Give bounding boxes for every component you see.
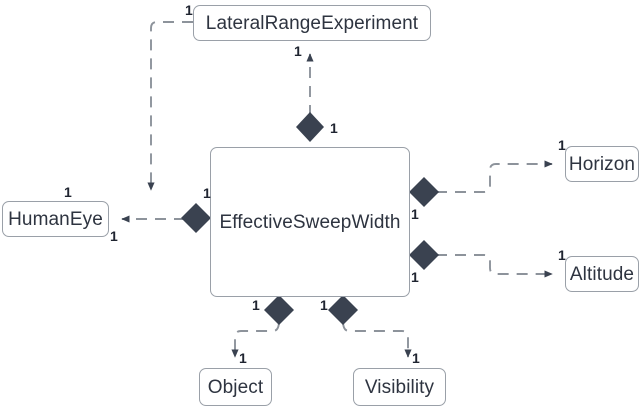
- diamond-esw-right-bottom: [409, 240, 439, 270]
- class-node-label: Horizon: [568, 153, 636, 175]
- multiplicity-label-esw-right-bottom: 1: [411, 269, 419, 285]
- multiplicity-label-humaneye-top: 1: [64, 184, 72, 200]
- class-node-humaneye[interactable]: HumanEye: [2, 201, 109, 237]
- multiplicity-label-visibility: 1: [412, 350, 420, 366]
- class-node-label: Altitude: [569, 263, 635, 285]
- multiplicity-label-lre-bottom: 1: [294, 43, 302, 59]
- class-node-visibility[interactable]: Visibility: [353, 368, 446, 406]
- diamond-esw-top: [296, 112, 324, 142]
- class-node-altitude[interactable]: Altitude: [565, 256, 639, 292]
- class-node-effectivesweepwidth[interactable]: EffectiveSweepWidth: [210, 147, 410, 297]
- multiplicity-label-esw-bottom-right: 1: [320, 297, 328, 313]
- multiplicity-label-humaneye-bottom: 1: [110, 228, 118, 244]
- class-node-horizon[interactable]: Horizon: [565, 146, 639, 182]
- multiplicity-label-esw-left: 1: [203, 185, 211, 201]
- edge-lateralrangeexperiment-to-humaneye: [147, 21, 193, 191]
- multiplicity-label-horizon: 1: [558, 137, 566, 153]
- diamond-esw-left: [181, 203, 211, 233]
- class-node-label: LateralRangeExperiment: [205, 12, 419, 34]
- multiplicity-label-object: 1: [239, 350, 247, 366]
- class-node-label: HumanEye: [8, 208, 103, 230]
- multiplicity-label-esw-top: 1: [330, 120, 338, 136]
- multiplicity-label-esw-bottom-left: 1: [252, 297, 260, 313]
- edge-effectivesweepwidth-to-object: [231, 320, 280, 358]
- class-node-label: Visibility: [364, 376, 435, 398]
- multiplicity-label-altitude: 1: [558, 247, 566, 263]
- class-node-lateralrangeexperiment[interactable]: LateralRangeExperiment: [193, 5, 431, 41]
- multiplicity-label-lre-left: 1: [185, 2, 193, 18]
- class-node-object[interactable]: Object: [199, 368, 272, 406]
- edge-effectivesweepwidth-to-horizon: [436, 160, 553, 193]
- multiplicity-label-esw-right-top: 1: [411, 206, 419, 222]
- diamond-esw-right-top: [409, 177, 439, 207]
- class-node-label: EffectiveSweepWidth: [219, 211, 401, 233]
- diamond-esw-bottom-left: [264, 295, 294, 325]
- edge-effectivesweepwidth-to-visibility: [342, 320, 412, 358]
- edge-effectivesweepwidth-to-altitude: [436, 254, 553, 278]
- diamond-esw-bottom-right: [328, 295, 358, 325]
- class-node-label: Object: [207, 376, 264, 398]
